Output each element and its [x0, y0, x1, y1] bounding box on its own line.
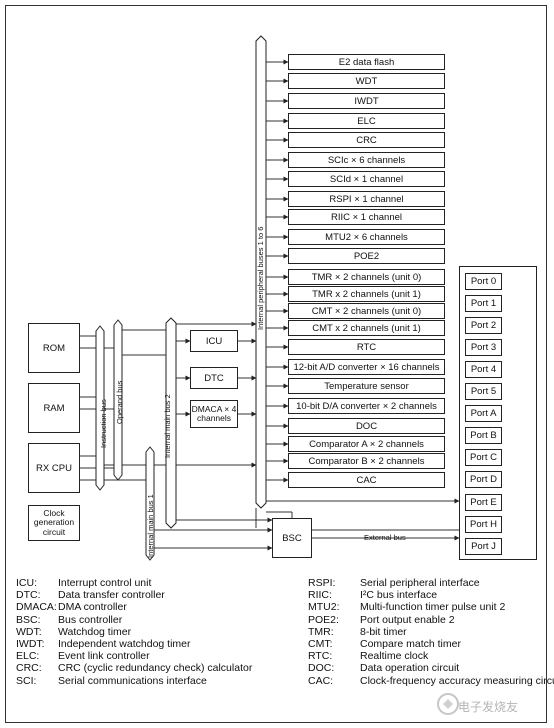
- legend-description: CRC (cyclic redundancy check) calculator: [58, 662, 253, 675]
- peripheral-bus-label: Internal peripheral buses 1 to 6: [256, 226, 265, 330]
- peripheral-block: SCId × 1 channel: [288, 171, 445, 187]
- legend-description: Data operation circuit: [360, 662, 460, 675]
- legend-description: Watchdog timer: [58, 625, 132, 638]
- peripheral-block: SCIc × 6 channels: [288, 152, 445, 168]
- external-bus-label: External bus: [364, 533, 406, 542]
- legend-description: Serial communications interface: [58, 674, 207, 687]
- legend-abbreviation: ELC:: [16, 650, 40, 663]
- diagram-frame: [5, 5, 547, 723]
- peripheral-block: ELC: [288, 113, 445, 129]
- legend-description: Interrupt control unit: [58, 577, 152, 589]
- peripheral-block: MTU2 × 6 channels: [288, 229, 445, 245]
- main-bus-2-bar: [165, 317, 177, 529]
- port-block: Port 1: [465, 295, 502, 312]
- rx-cpu-block: RX CPU: [28, 443, 80, 493]
- legend-description: Serial peripheral interface: [360, 577, 480, 589]
- peripheral-block: TMR x 2 channels (unit 1): [288, 286, 445, 302]
- port-block: Port A: [465, 405, 502, 422]
- peripheral-block: CMT × 2 channels (unit 0): [288, 303, 445, 319]
- peripheral-block: RIIC × 1 channel: [288, 209, 445, 225]
- legend-abbreviation: SCI:: [16, 674, 37, 687]
- peripheral-block: 12-bit A/D converter × 16 channels: [288, 359, 445, 375]
- instruction-bus-bar: [95, 325, 105, 491]
- dtc-block: DTC: [190, 367, 238, 389]
- legend-description: Compare match timer: [360, 638, 461, 650]
- peripheral-block: Temperature sensor: [288, 378, 445, 394]
- main-bus-2-label: Internal main bus 2: [163, 394, 172, 458]
- clock-generation-block: Clock generation circuit: [28, 505, 80, 541]
- peripheral-block: RTC: [288, 339, 445, 355]
- legend-abbreviation: RSPI:: [308, 577, 336, 589]
- legend-abbreviation: POE2:: [308, 613, 339, 626]
- legend-abbreviation: TMR:: [308, 625, 334, 638]
- port-block: Port 4: [465, 361, 502, 378]
- peripheral-block: RSPI × 1 channel: [288, 191, 445, 207]
- operand-bus-bar: [113, 319, 123, 481]
- legend-abbreviation: BSC:: [16, 613, 41, 626]
- legend-abbreviation: RTC:: [308, 650, 333, 663]
- port-block: Port 5: [465, 383, 502, 400]
- legend-description: Bus controller: [58, 613, 123, 626]
- peripheral-bus-bar: [255, 35, 267, 509]
- legend-description: Independent watchdog timer: [58, 638, 191, 650]
- peripheral-block: CAC: [288, 472, 445, 488]
- legend-abbreviation: IWDT:: [16, 638, 45, 650]
- port-block: Port E: [465, 494, 502, 511]
- peripheral-block: CRC: [288, 132, 445, 148]
- port-block: Port J: [465, 538, 502, 555]
- ram-block: RAM: [28, 383, 80, 433]
- legend-abbreviation: DMACA:: [16, 601, 57, 614]
- legend-abbreviation: CAC:: [308, 674, 334, 687]
- port-block: Port 0: [465, 273, 502, 290]
- peripheral-block: POE2: [288, 248, 445, 264]
- legend-abbreviation: MTU2:: [308, 601, 340, 614]
- peripheral-block: TMR × 2 channels (unit 0): [288, 269, 445, 285]
- legend-description: Event link controller: [58, 650, 150, 663]
- legend-abbreviation: ICU:: [16, 577, 37, 589]
- legend-abbreviation: DOC:: [308, 662, 335, 675]
- legend-description: Multi-function timer pulse unit 2: [360, 601, 506, 614]
- port-block: Port C: [465, 449, 502, 466]
- port-block: Port D: [465, 471, 502, 488]
- legend-description: Data transfer controller: [58, 589, 165, 602]
- peripheral-block: E2 data flash: [288, 54, 445, 70]
- peripheral-block: Comparator B × 2 channels: [288, 453, 445, 469]
- instruction-bus-label: Instruction bus: [99, 399, 108, 448]
- port-block: Port B: [465, 427, 502, 444]
- peripheral-block: WDT: [288, 73, 445, 89]
- watermark-logo: 电子发烧友: [436, 684, 548, 722]
- rom-block: ROM: [28, 323, 80, 373]
- operand-bus-label: Operand bus: [115, 380, 124, 424]
- legend-description: I²C bus interface: [360, 589, 438, 602]
- port-block: Port 3: [465, 339, 502, 356]
- legend-description: Realtime clock: [360, 650, 429, 663]
- dmaca-block: DMACA × 4 channels: [190, 400, 238, 428]
- main-bus-1-bar: [145, 446, 155, 561]
- peripheral-block: Comparator A × 2 channels: [288, 436, 445, 452]
- legend-abbreviation: DTC:: [16, 589, 41, 602]
- peripheral-block: DOC: [288, 418, 445, 434]
- bsc-block: BSC: [272, 518, 312, 558]
- legend-abbreviation: WDT:: [16, 625, 42, 638]
- peripheral-block: IWDT: [288, 93, 445, 109]
- peripheral-block: CMT x 2 channels (unit 1): [288, 320, 445, 336]
- main-bus-1-label: Internal main bus 1: [146, 494, 155, 558]
- legend-abbreviation: CMT:: [308, 638, 333, 650]
- legend-abbreviation: RIIC:: [308, 589, 332, 602]
- legend-description: Port output enable 2: [360, 613, 455, 626]
- peripheral-block: 10-bit D/A converter × 2 channels: [288, 398, 445, 414]
- legend-description: DMA controller: [58, 601, 127, 614]
- icu-block: ICU: [190, 330, 238, 352]
- legend-abbreviation: CRC:: [16, 662, 42, 675]
- port-block: Port 2: [465, 317, 502, 334]
- port-block: Port H: [465, 516, 502, 533]
- legend-description: 8-bit timer: [360, 625, 407, 638]
- legend-description: Clock-frequency accuracy measuring circu…: [360, 674, 554, 687]
